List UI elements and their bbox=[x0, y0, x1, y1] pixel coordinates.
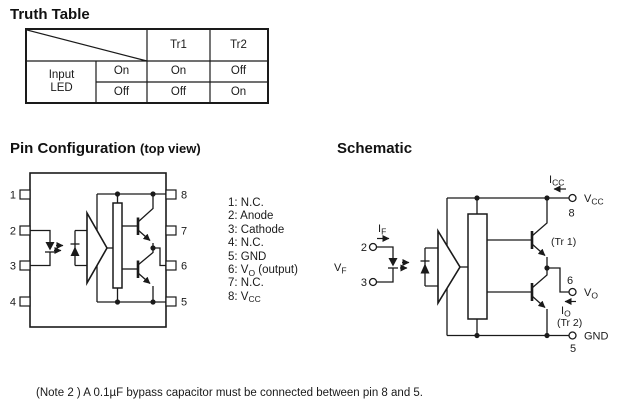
terminal-circles bbox=[368, 193, 577, 340]
tt-cell-input-on: On bbox=[113, 65, 130, 77]
pin-function-list: 1: N.C. 2: Anode 3: Cathode 4: N.C. 5: G… bbox=[228, 197, 298, 304]
gnd-label: GND bbox=[584, 331, 609, 343]
transistor-tr1 bbox=[122, 194, 154, 248]
amplifier-symbol bbox=[437, 228, 461, 306]
driver-block bbox=[467, 213, 488, 320]
pin-label: 4: N.C. bbox=[228, 237, 264, 250]
led-symbol bbox=[45, 242, 55, 253]
pin3-number: 3 bbox=[10, 261, 16, 273]
note-text: (Note 2 ) A 0.1µF bypass capacitor must … bbox=[36, 387, 423, 399]
pin-label: 8: V bbox=[228, 290, 249, 303]
schematic-diagram: ICC VCC 8 IF VF 2 3 (Tr 1) 6 VO IO (Tr 2… bbox=[334, 174, 609, 355]
tt-row-header: Input LED bbox=[27, 61, 96, 102]
light-arrows-icon bbox=[400, 259, 410, 272]
tt-row-header-line1: Input bbox=[48, 68, 75, 81]
truth-table: Tr1 Tr2 Input LED On On Off Off Off On bbox=[25, 28, 269, 104]
junction-dots bbox=[114, 191, 156, 305]
photodiode-symbol bbox=[70, 243, 80, 256]
pin6-label: 6 bbox=[567, 275, 573, 287]
led-symbol bbox=[388, 258, 398, 269]
tr1-label: (Tr 1) bbox=[551, 236, 576, 248]
pin-label-rest: (output) bbox=[255, 264, 298, 277]
tt-cell-tr1-row0: On bbox=[170, 65, 187, 77]
icc-label: ICC bbox=[549, 174, 564, 188]
pin-list-item: 2: Anode bbox=[228, 210, 298, 223]
amplifier-symbol bbox=[86, 209, 108, 287]
pin-label-sub: O bbox=[248, 267, 256, 278]
pin-label: 1: N.C. bbox=[228, 197, 264, 209]
pin7-number: 7 bbox=[181, 226, 187, 238]
pin8-number: 8 bbox=[181, 190, 187, 202]
junction-dots bbox=[474, 195, 550, 339]
current-arrows bbox=[377, 185, 576, 305]
pin5-label: 5 bbox=[570, 343, 576, 355]
pin-list-item: 1: N.C. bbox=[228, 197, 298, 210]
pin-config-diagram: 1 2 3 4 8 7 6 5 bbox=[10, 172, 187, 328]
pin3-label: 3 bbox=[361, 277, 367, 289]
pin4-number: 4 bbox=[10, 297, 16, 309]
pin-list-item: 8: VCC bbox=[228, 290, 298, 305]
light-arrows-icon bbox=[54, 242, 64, 254]
transistor-tr1 bbox=[487, 198, 548, 268]
pin-label: 7: N.C. bbox=[228, 277, 264, 290]
pin-label: 6: V bbox=[228, 264, 249, 277]
pin2-label: 2 bbox=[361, 242, 367, 254]
pin-label-sub: CC bbox=[248, 294, 261, 305]
pin-config-title-suffix: (top view) bbox=[140, 141, 201, 156]
tt-cell-input-off: Off bbox=[113, 85, 130, 98]
pin-label: 3: Cathode bbox=[228, 223, 285, 236]
tt-cell-tr2-row0: Off bbox=[230, 65, 247, 77]
pin8-label: 8 bbox=[568, 208, 574, 220]
pin-list-item: 4: N.C. bbox=[228, 237, 298, 250]
transistor-tr2 bbox=[487, 268, 548, 336]
tt-cell-tr1-row1: Off bbox=[170, 85, 187, 98]
pin-config-title-main: Pin Configuration bbox=[10, 140, 136, 157]
schematic-title: Schematic bbox=[337, 140, 413, 157]
vo-label: VO bbox=[584, 287, 598, 301]
if-label: IF bbox=[378, 223, 386, 237]
pin-list-item: 7: N.C. bbox=[228, 277, 298, 290]
io-label: IO bbox=[561, 305, 571, 319]
truth-table-title: Truth Table bbox=[10, 6, 90, 23]
driver-block bbox=[112, 202, 123, 289]
vcc-label: VCC bbox=[584, 193, 604, 207]
tt-header-tr2: Tr2 bbox=[230, 39, 247, 51]
pin5-number: 5 bbox=[181, 297, 187, 309]
vf-label: VF bbox=[334, 262, 347, 276]
photodiode-symbol bbox=[420, 260, 430, 274]
pin-list-item: 3: Cathode bbox=[228, 224, 298, 237]
tt-header-tr1: Tr1 bbox=[170, 39, 187, 51]
pin6-number: 6 bbox=[181, 261, 187, 273]
tt-cell-tr2-row1: On bbox=[230, 85, 247, 98]
tt-row-header-line2: LED bbox=[50, 81, 73, 94]
truth-table-grid-lines bbox=[27, 30, 267, 102]
pin-list-item: 5: GND bbox=[228, 251, 298, 264]
pin2-number: 2 bbox=[10, 226, 16, 238]
pin-list-item: 6: VO (output) bbox=[228, 264, 298, 278]
pin-label: 2: Anode bbox=[228, 210, 274, 223]
tr2-label: (Tr 2) bbox=[557, 317, 582, 329]
pin1-number: 1 bbox=[10, 190, 16, 202]
pin-config-title: Pin Configuration (top view) bbox=[10, 140, 201, 157]
pin-label: 5: GND bbox=[228, 250, 267, 263]
